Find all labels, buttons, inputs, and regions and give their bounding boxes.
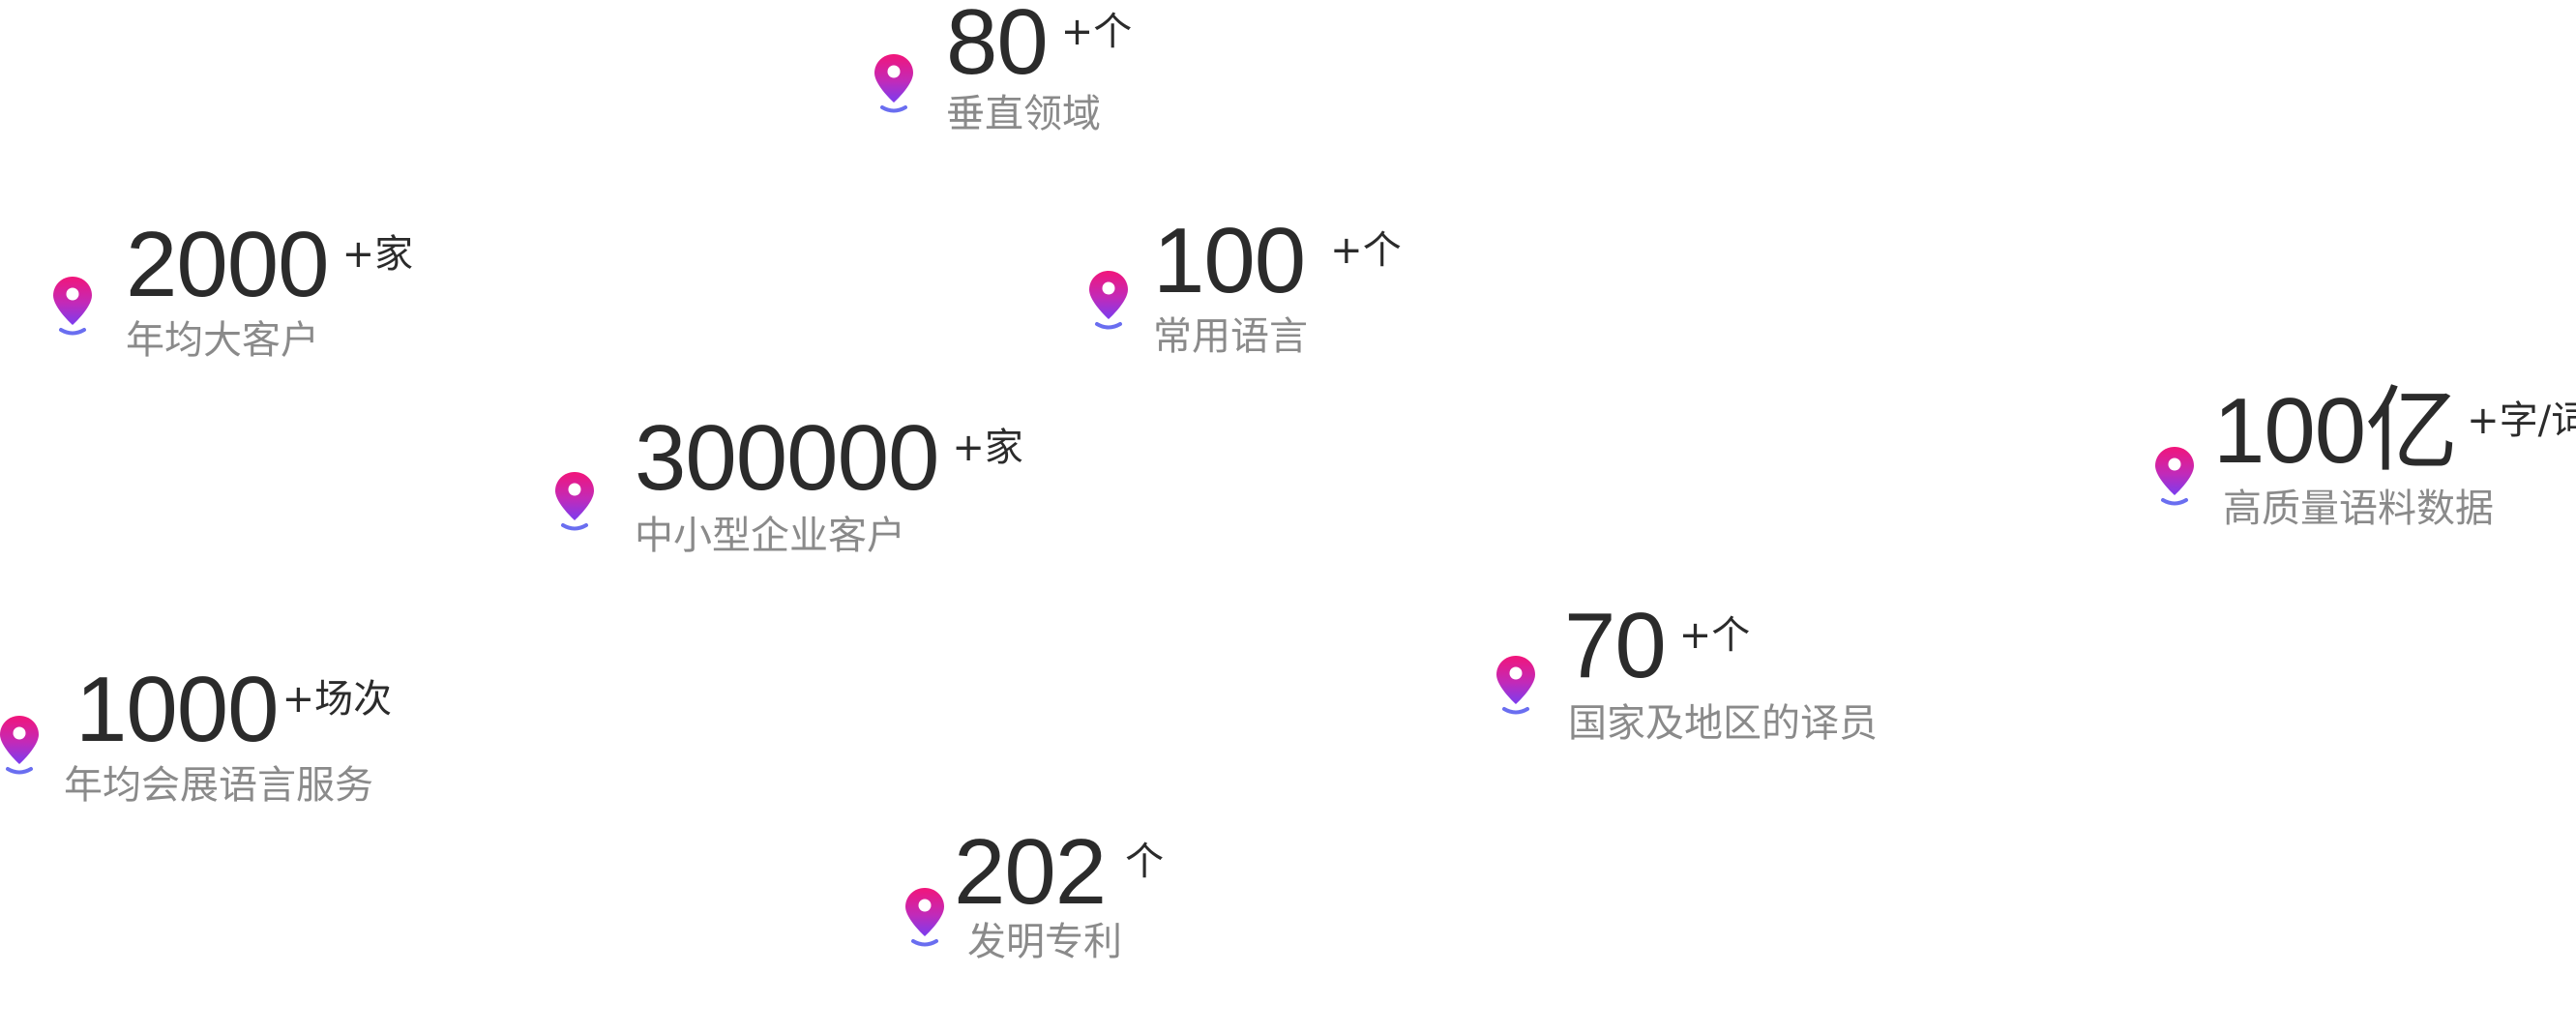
location-pin-icon <box>903 886 946 948</box>
location-pin-icon <box>1087 269 1130 331</box>
stat-number: 300000 <box>635 406 939 510</box>
location-pin-icon <box>51 275 94 337</box>
stat-unit: +场次 <box>281 677 393 722</box>
stat-label: 垂直领域 <box>946 92 1101 136</box>
stat-label: 高质量语料数据 <box>2223 487 2494 531</box>
stat-label: 年均大客户 <box>126 318 319 363</box>
stat-number: 100 <box>1153 209 1306 312</box>
stat-label: 年均会展语言服务 <box>64 763 373 808</box>
stat-annual-major-clients: 2000+家 年均大客户 <box>51 0 413 360</box>
stat-number: 2000 <box>126 213 330 316</box>
stat-number: 1000 <box>75 658 280 761</box>
stat-exhibition-services: 1000+场次 年均会展语言服务 <box>0 0 392 805</box>
location-pin-icon <box>1495 654 1537 716</box>
location-pin-icon <box>0 714 41 776</box>
stat-unit: +个 <box>1330 228 1402 273</box>
location-pin-icon <box>2153 445 2196 507</box>
stat-unit: +个 <box>1678 613 1751 658</box>
stat-label: 常用语言 <box>1153 314 1308 359</box>
stat-number: 202 <box>954 820 1107 924</box>
stat-unit: +字/词 <box>2467 398 2576 443</box>
location-pin-icon <box>873 52 915 114</box>
stat-label: 国家及地区的译员 <box>1568 701 1878 746</box>
location-pin-icon <box>553 470 596 532</box>
stat-invention-patents: 202 个 发明专利 <box>903 0 1164 961</box>
stat-number: 70 <box>1564 594 1667 697</box>
stat-unit: +家 <box>952 426 1023 470</box>
stat-unit: +家 <box>341 232 414 277</box>
stat-label: 中小型企业客户 <box>635 514 905 558</box>
stat-unit: 个 <box>1125 840 1165 884</box>
stat-common-languages: 100 +个 常用语言 <box>1087 0 1402 356</box>
stat-number: 80 <box>946 0 1049 94</box>
stat-unit: +个 <box>1060 10 1133 54</box>
stat-label: 发明专利 <box>967 920 1122 964</box>
stat-sme-clients: 300000 +家 中小型企业客户 <box>553 0 1023 555</box>
stat-corpus-data: 100亿+字/词 高质量语料数据 <box>2153 0 2576 528</box>
stat-number: 100亿 <box>2213 379 2458 483</box>
